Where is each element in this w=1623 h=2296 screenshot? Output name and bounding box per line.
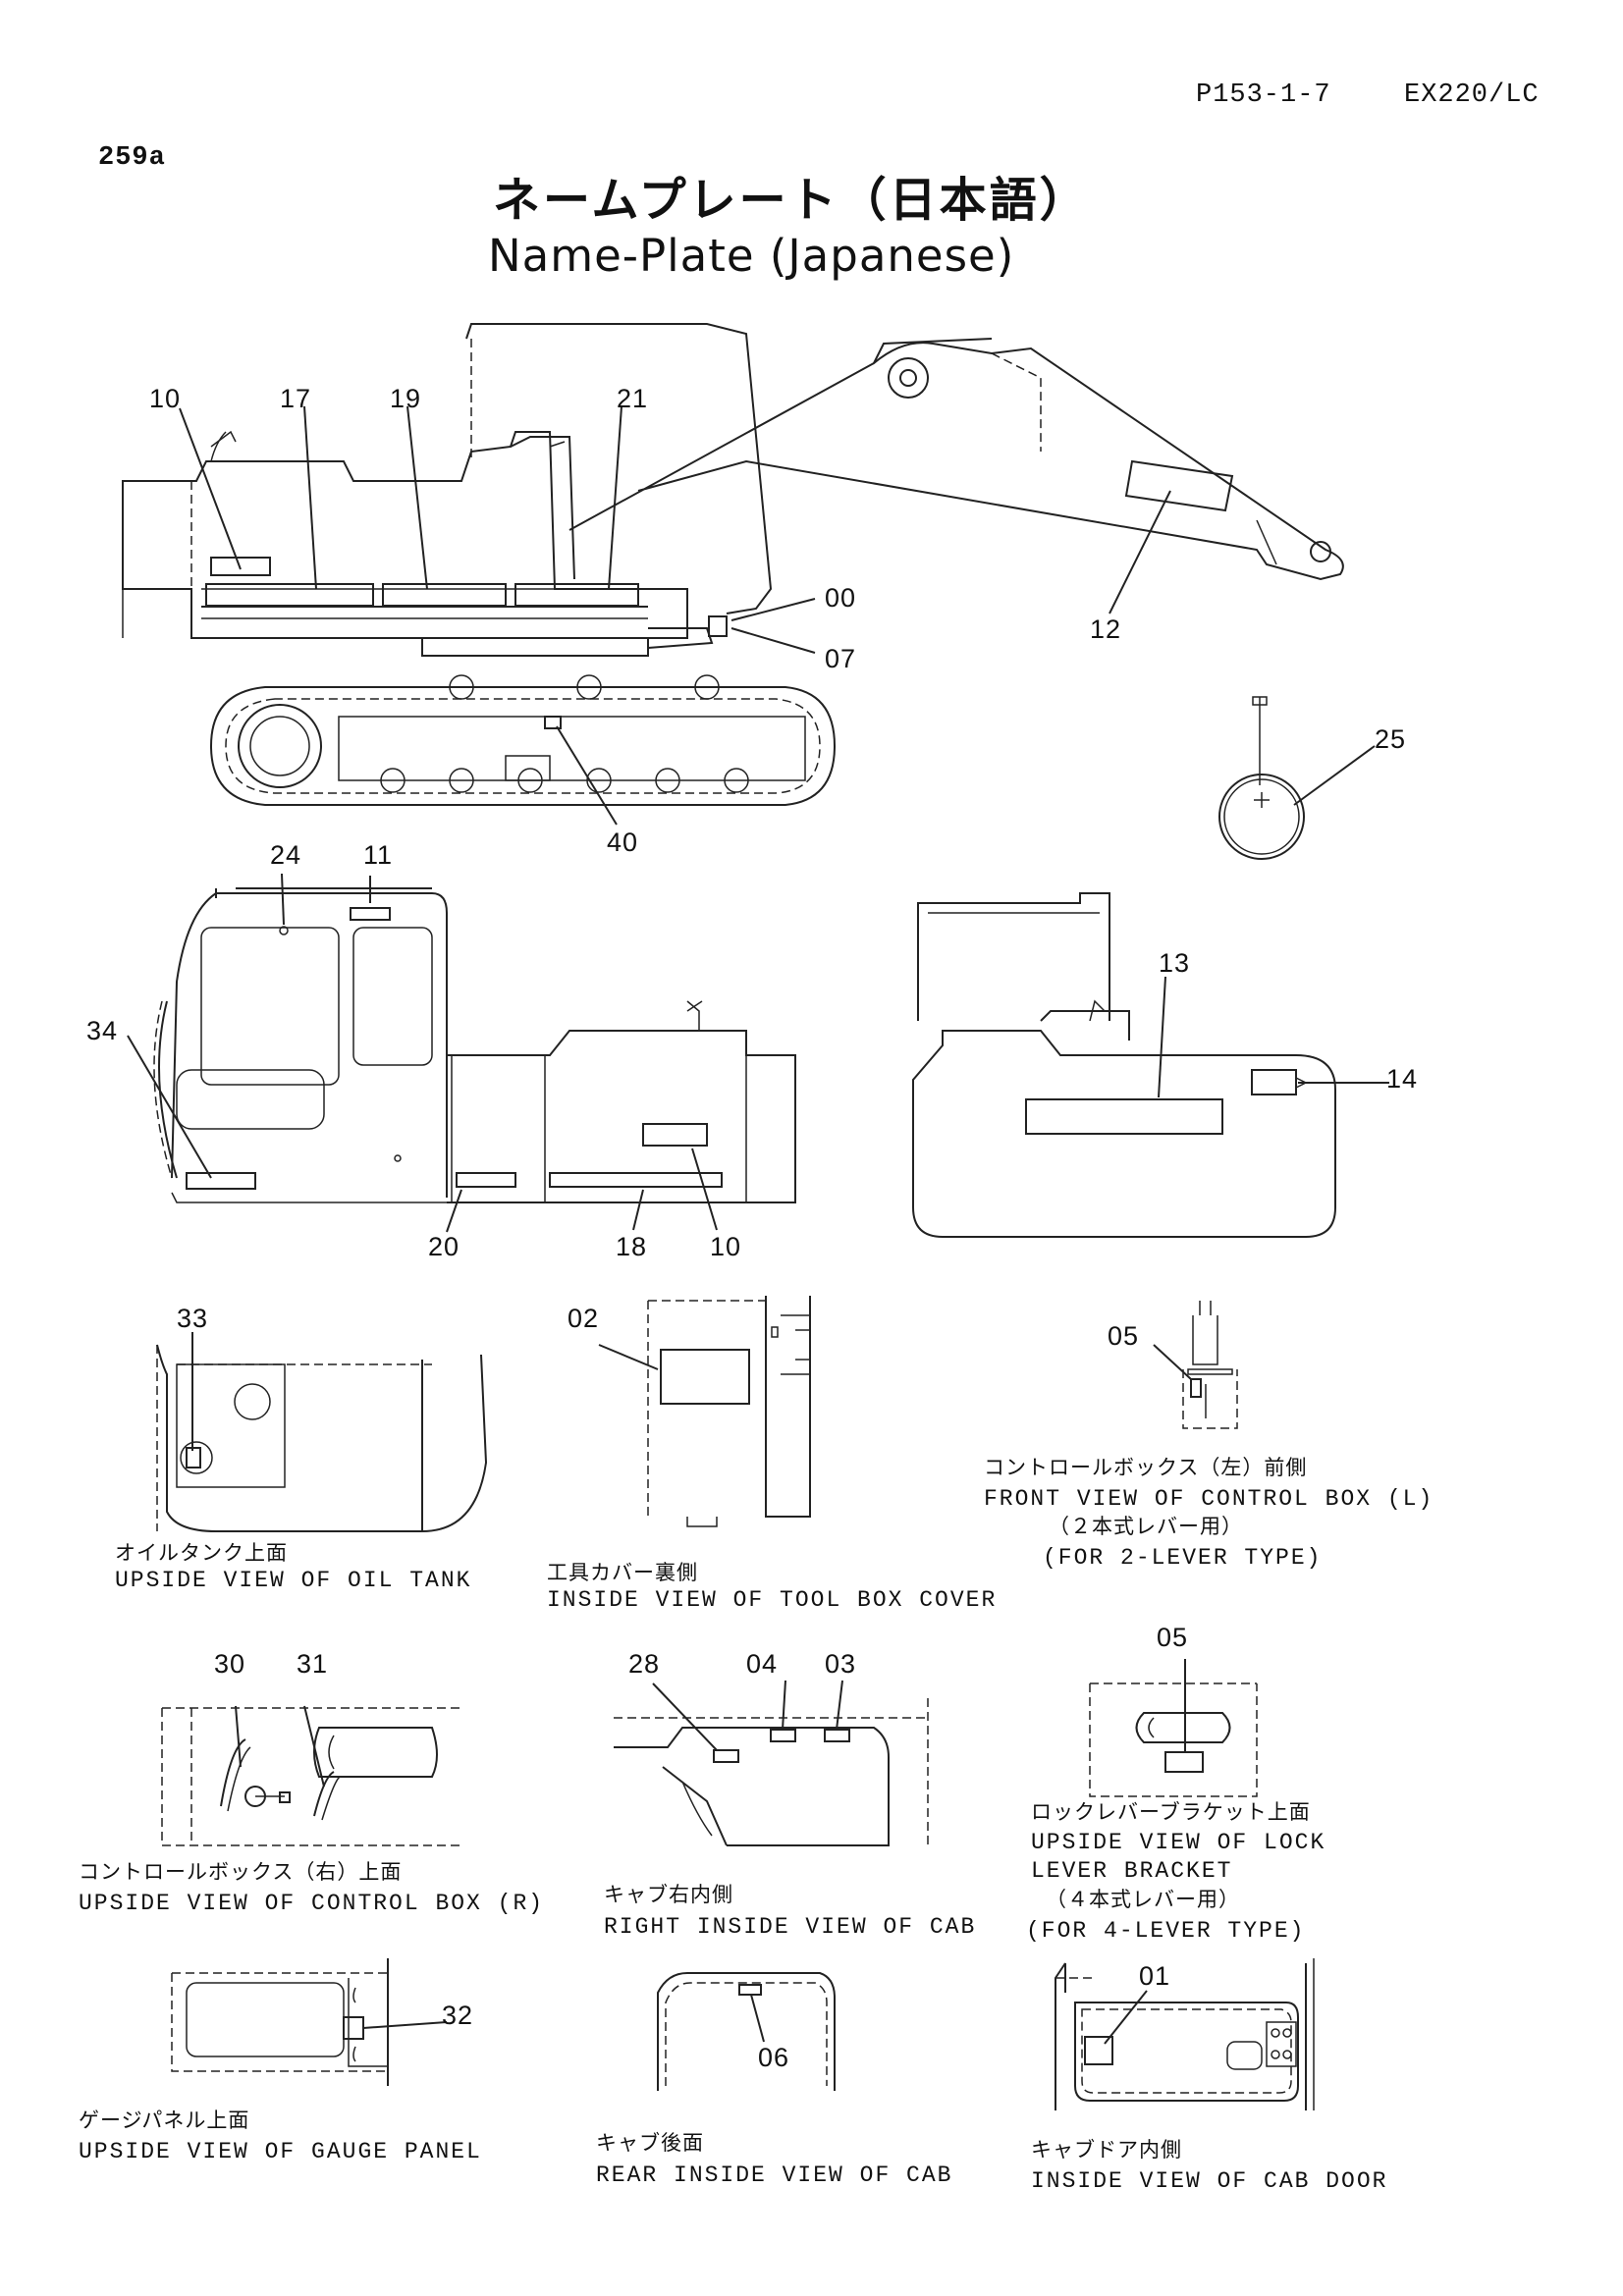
caption-cab-rear-en: REAR INSIDE VIEW OF CAB [596,2163,953,2188]
caption-cab-right-en: RIGHT INSIDE VIEW OF CAB [604,1914,977,1940]
callout-30: 30 [214,1649,246,1679]
tool-box-cover-view [598,1296,811,1527]
round-nameplate [1218,696,1376,860]
cab-door-inside-view [1055,1958,1315,2110]
rear-view [912,892,1389,1238]
callout-01: 01 [1139,1961,1171,1991]
callout-05-upper: 05 [1108,1321,1140,1351]
callout-10-upper: 10 [149,384,182,413]
caption-lock-bracket-jp: ロックレバーブラケット上面 [1031,1800,1311,1824]
callout-04: 04 [746,1649,779,1679]
caption-cab-door-en: INSIDE VIEW OF CAB DOOR [1031,2168,1388,2194]
caption-lock-bracket-type-en: (FOR 4-LEVER TYPE) [1026,1918,1306,1944]
figure-number: 259a [98,143,166,173]
caption-oil-tank-jp: オイルタンク上面 [115,1541,288,1565]
callout-17: 17 [280,384,312,413]
caption-control-box-l-type-en: (FOR 2-LEVER TYPE) [1043,1545,1323,1571]
caption-control-box-l-type-jp: （２本式レバー用） [1049,1515,1243,1538]
callout-25: 25 [1375,724,1407,754]
oil-tank-view [156,1332,488,1533]
caption-oil-tank-en: UPSIDE VIEW OF OIL TANK [115,1568,472,1593]
excavator-side-view [122,323,1344,826]
callout-14: 14 [1386,1064,1419,1094]
cab-left-view [127,873,796,1233]
callout-12: 12 [1090,614,1122,644]
callout-07: 07 [825,644,857,673]
caption-control-box-r-jp: コントロールボックス（右）上面 [79,1860,403,1884]
callout-20: 20 [428,1232,460,1261]
caption-control-box-r-en: UPSIDE VIEW OF CONTROL BOX (R) [79,1891,545,1916]
caption-control-box-l-en: FRONT VIEW OF CONTROL BOX (L) [984,1486,1434,1512]
callout-33: 33 [177,1304,209,1333]
caption-lock-bracket-type-jp: （４本式レバー用） [1046,1888,1240,1911]
callout-10-lower: 10 [710,1232,742,1261]
callout-28: 28 [628,1649,661,1679]
caption-cab-door-jp: キャブドア内側 [1031,2138,1182,2162]
page-reference: P153-1-7 [1196,80,1331,110]
callout-18: 18 [616,1232,648,1261]
callout-03: 03 [825,1649,857,1679]
callout-21: 21 [617,384,649,413]
caption-control-box-l-jp: コントロールボックス（左）前側 [984,1456,1308,1479]
callout-24: 24 [270,840,302,870]
callout-00: 00 [825,583,857,613]
callout-34: 34 [86,1016,119,1045]
lock-lever-bracket-view [1089,1659,1258,1797]
caption-lock-bracket-en-1: UPSIDE VIEW OF LOCK [1031,1830,1326,1855]
caption-tool-box-jp: 工具カバー裏側 [547,1561,698,1584]
callout-19: 19 [390,384,422,413]
callout-32: 32 [442,2001,474,2030]
callout-13: 13 [1159,948,1191,978]
caption-gauge-panel-en: UPSIDE VIEW OF GAUGE PANEL [79,2139,482,2164]
title-english: Name-Plate (Japanese) [488,230,1015,282]
caption-tool-box-en: INSIDE VIEW OF TOOL BOX COVER [547,1587,998,1613]
callout-11: 11 [363,840,394,870]
callout-31: 31 [297,1649,329,1679]
cab-rear-inside-view [657,1972,836,2091]
cab-right-inside-view [614,1680,929,1846]
model-number: EX220/LC [1404,80,1540,110]
caption-lock-bracket-en-2: LEVER BRACKET [1031,1858,1233,1884]
caption-cab-rear-jp: キャブ後面 [596,2131,704,2155]
callout-02: 02 [568,1304,600,1333]
callout-06: 06 [758,2043,790,2072]
control-box-r-view [161,1705,461,1846]
caption-cab-right-jp: キャブ右内側 [604,1883,733,1906]
control-box-l-view [1153,1301,1238,1429]
title-japanese: ネームプレート（日本語） [493,173,1090,228]
callout-40: 40 [607,828,639,857]
callout-05-lower: 05 [1157,1623,1189,1652]
caption-gauge-panel-jp: ゲージパネル上面 [79,2109,250,2132]
gauge-panel-view [171,1958,448,2086]
